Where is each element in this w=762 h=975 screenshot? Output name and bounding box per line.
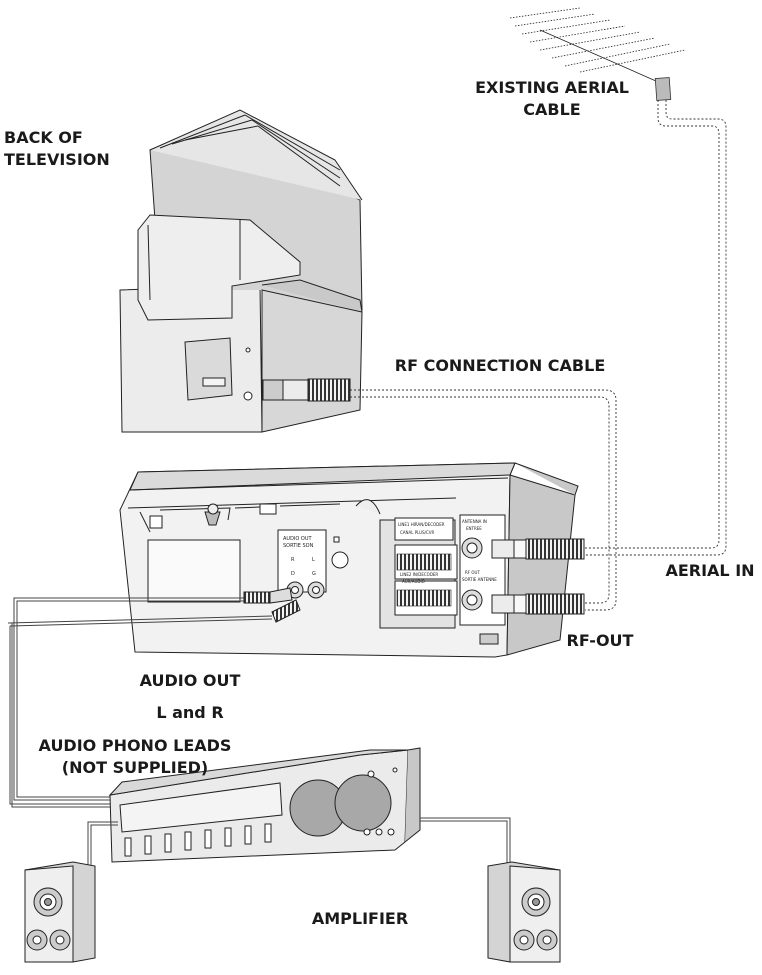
scart1-sub: CANAL PLUS/CVR xyxy=(400,530,435,535)
audio-channel-l: L xyxy=(312,557,315,563)
audio-out-line1: AUDIO OUT xyxy=(139,671,241,690)
television xyxy=(119,109,363,433)
rf-out-label: RF-OUT xyxy=(566,631,634,650)
vcr-panel-text: AUDIO OUT SORTIE SON R D L G LINE1 HIRAN… xyxy=(283,519,497,584)
rf-out-panel-label: RF OUT xyxy=(465,570,480,575)
rf-connection-cable xyxy=(350,389,617,611)
audio-channel-d: D xyxy=(291,571,295,577)
rf-connection-cable-label: RF CONNECTION CABLE xyxy=(394,356,606,375)
audio-channel-r: R xyxy=(291,557,295,563)
vcr-audio-jacks xyxy=(286,581,325,599)
audio-out-panel-sub: SORTIE SON xyxy=(283,543,314,549)
back-of-television-label: BACK OF TELEVISION xyxy=(4,127,110,171)
audio-out-label: AUDIO OUT L and R xyxy=(120,670,260,724)
audio-phono-leads-label: AUDIO PHONO LEADS (NOT SUPPLIED) xyxy=(20,735,250,779)
scart1-label: LINE1 HIRAN/DECODER xyxy=(398,522,445,527)
back-of-television-line2: TELEVISION xyxy=(4,150,110,169)
aerial-in-label: AERIAL IN xyxy=(665,561,755,580)
tv-rf-plug xyxy=(282,378,351,402)
speaker-left xyxy=(24,861,96,963)
speaker-wires xyxy=(87,817,511,870)
existing-aerial-cable-line1: EXISTING AERIAL xyxy=(475,78,629,97)
existing-aerial-cable-label: EXISTING AERIAL CABLE xyxy=(452,77,652,121)
rf-out-panel-sub: SORTIE ANTENNE xyxy=(462,577,497,582)
back-of-television-line1: BACK OF xyxy=(4,128,83,147)
vcr-unit xyxy=(119,462,579,658)
audio-phono-plugs xyxy=(243,587,301,623)
audio-out-panel-title: AUDIO OUT xyxy=(283,536,313,542)
scart2-label: LINE2 IN/DECODER xyxy=(400,572,438,577)
antenna-in-panel-sub: ENTREE xyxy=(466,526,482,531)
amplifier xyxy=(108,747,421,863)
vcr-aerial-in-plug xyxy=(491,538,585,560)
speaker-right xyxy=(487,861,561,963)
audio-channel-g: G xyxy=(312,571,316,577)
audio-phono-leads xyxy=(7,597,273,808)
aerial-cable xyxy=(585,100,727,556)
amplifier-label: AMPLIFIER xyxy=(311,909,409,928)
antenna-in-panel-label: ANTENNA IN xyxy=(462,519,487,524)
scart2-sub: AUX/AUDIO xyxy=(402,579,425,584)
aerial-antenna xyxy=(509,7,686,101)
audio-phono-leads-line1: AUDIO PHONO LEADS xyxy=(38,736,232,755)
vcr-rf-out-plug xyxy=(491,593,585,615)
audio-phono-leads-line2: (NOT SUPPLIED) xyxy=(61,758,209,777)
audio-out-line2: L and R xyxy=(156,703,224,722)
existing-aerial-cable-line2: CABLE xyxy=(523,100,581,119)
